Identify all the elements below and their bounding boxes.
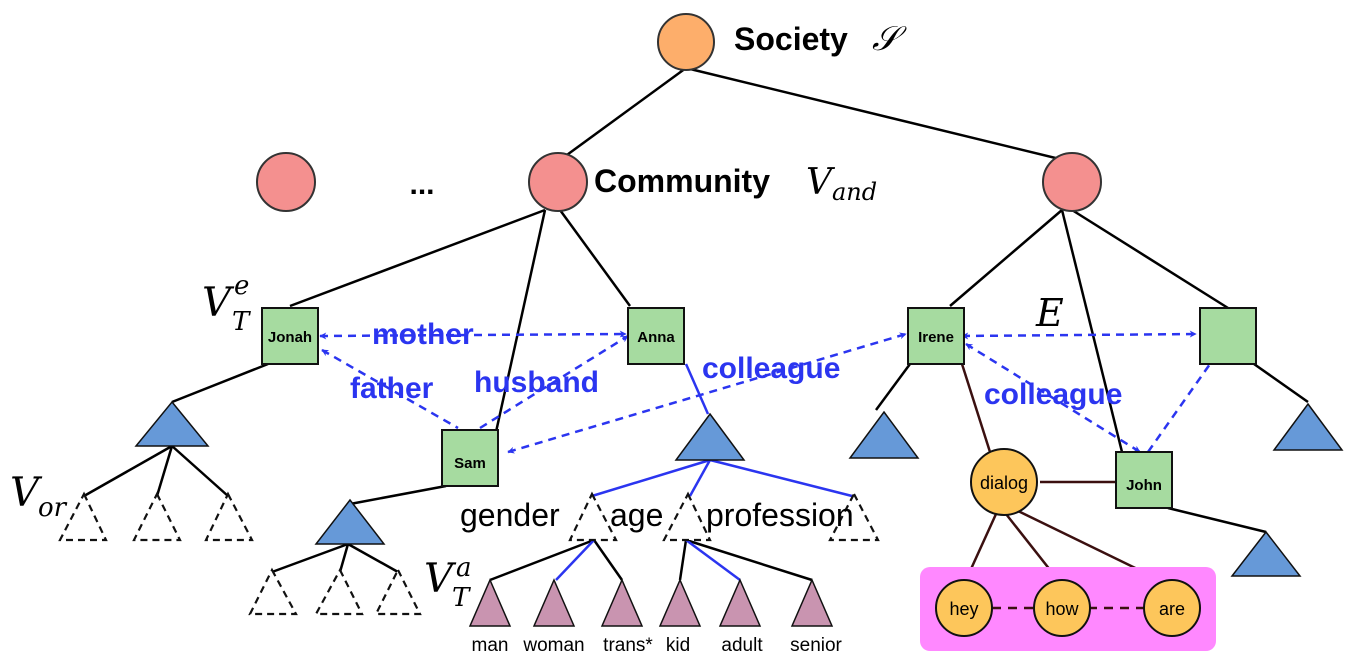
attribute-label-profession: profession	[706, 497, 854, 533]
dashed-triangle-sam-1	[248, 567, 298, 616]
value-label-trans: trans*	[603, 635, 653, 656]
relation-label-colleague-left: colleague	[702, 352, 840, 385]
community-node-center	[528, 152, 588, 212]
triangle-john-attributes	[1230, 530, 1302, 577]
math-label-vta: V a T	[424, 553, 472, 613]
dashed-triangle-or-3	[204, 491, 254, 542]
value-triangle-man	[468, 578, 512, 627]
community-symbol: V	[806, 162, 836, 203]
person-label-anna: Anna	[637, 329, 675, 346]
dashed-triangle-age	[662, 491, 712, 542]
person-node-john: John	[1115, 451, 1173, 509]
attribute-label-gender: gender	[460, 497, 560, 533]
vta-base: V	[424, 556, 457, 602]
attribute-label-age: age	[610, 497, 663, 533]
vor-base: V	[10, 470, 43, 516]
token-label-are: are	[1159, 599, 1185, 619]
person-label-john: John	[1126, 477, 1162, 494]
token-node-hey: hey	[935, 579, 993, 637]
value-label-man: man	[472, 635, 509, 656]
value-label-kid: kid	[666, 635, 690, 656]
token-node-how: how	[1033, 579, 1091, 637]
vte-sup: e	[234, 271, 249, 301]
relation-label-father: father	[350, 372, 434, 405]
value-label-senior: senior	[790, 635, 842, 656]
math-label-vte: V e T	[202, 271, 251, 337]
society-symbol: 𝒮	[872, 19, 907, 59]
person-node-unnamed	[1199, 307, 1257, 365]
person-label-sam: Sam	[454, 455, 486, 472]
svg-text:Vand: Vand	[806, 162, 877, 206]
dashed-triangle-sam-2	[314, 567, 364, 616]
vta-sub: T	[452, 583, 471, 613]
vor-sub: or	[38, 493, 68, 523]
community-node-left	[256, 152, 316, 212]
value-triangle-woman	[532, 578, 576, 627]
person-node-anna: Anna	[627, 307, 685, 365]
dashed-triangle-or-2	[132, 491, 182, 542]
community-node-right	[1042, 152, 1102, 212]
token-label-hey: hey	[949, 599, 978, 619]
dashed-triangle-profession	[828, 491, 880, 542]
relation-label-mother: mother	[372, 318, 474, 351]
community-subscript: and	[832, 178, 877, 206]
value-triangle-senior	[790, 578, 834, 627]
value-label-adult: adult	[721, 635, 763, 656]
value-triangle-trans	[600, 578, 644, 627]
person-label-irene: Irene	[918, 329, 954, 346]
society-node	[657, 13, 715, 71]
person-node-sam: Sam	[441, 429, 499, 487]
tree-edges	[83, 66, 1309, 582]
value-triangle-kid	[658, 578, 702, 627]
society-label: Society 𝒮	[734, 19, 907, 59]
vte-sub: T	[232, 307, 251, 337]
dashed-triangle-gender	[568, 491, 618, 542]
relation-arrows	[319, 330, 1212, 454]
person-label-jonah: Jonah	[268, 329, 312, 346]
triangle-anna-attributes	[674, 412, 746, 461]
token-node-are: are	[1143, 579, 1201, 637]
relation-label-husband: husband	[474, 366, 599, 399]
dialog-label: dialog	[980, 473, 1028, 493]
dashed-triangle-sam-3	[374, 567, 422, 616]
society-label-text: Society	[734, 21, 848, 57]
value-label-woman: woman	[522, 635, 584, 656]
triangle-unnamed-attributes	[1272, 402, 1344, 451]
dialog-node: dialog	[970, 448, 1038, 516]
math-label-vor: V or	[10, 470, 68, 523]
triangle-jonah-attributes	[134, 400, 210, 447]
value-triangle-adult	[718, 578, 762, 627]
ellipsis-label: ...	[409, 168, 434, 201]
person-node-jonah: Jonah	[261, 307, 319, 365]
vte-base: V	[202, 280, 235, 326]
triangle-sam-attributes	[314, 498, 386, 545]
triangle-irene-attributes	[848, 410, 920, 459]
math-label-edges: E	[1035, 291, 1064, 335]
dashed-triangle-or-1	[58, 491, 108, 542]
vta-sup: a	[456, 553, 472, 583]
person-node-irene: Irene	[907, 307, 965, 365]
token-label-how: how	[1045, 599, 1079, 619]
community-label-text: Community	[594, 163, 770, 199]
relation-label-colleague-right: colleague	[984, 378, 1122, 411]
community-label: Community Vand	[594, 162, 877, 206]
